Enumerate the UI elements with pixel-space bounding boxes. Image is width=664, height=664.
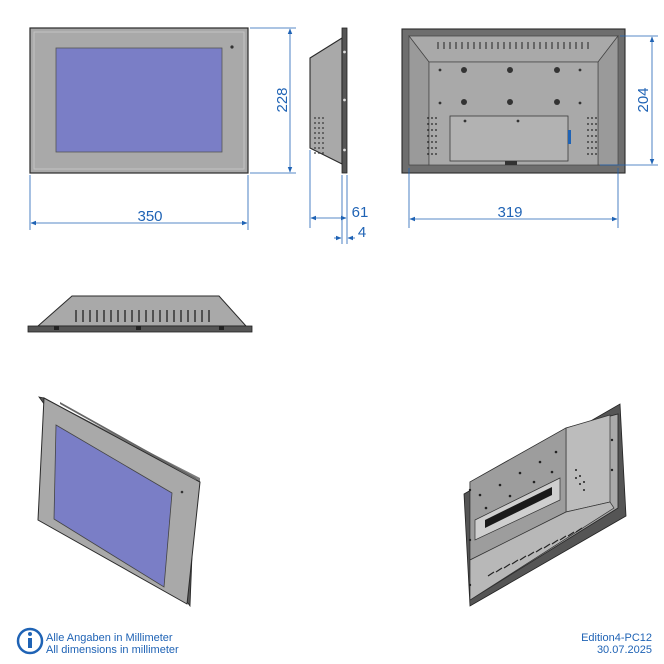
rear-view bbox=[401, 28, 626, 174]
iso-rear-view bbox=[463, 403, 627, 607]
front-view bbox=[29, 27, 249, 174]
edition-block: Edition4-PC12 30.07.2025 bbox=[581, 632, 652, 656]
width-label: 350 bbox=[137, 208, 162, 225]
info-icon bbox=[16, 627, 44, 655]
iso-front-view bbox=[37, 396, 201, 608]
height-label: 228 bbox=[274, 87, 291, 112]
edition-code: Edition4-PC12 bbox=[581, 632, 652, 644]
front-height-dimension bbox=[250, 27, 296, 174]
units-note: Alle Angaben in Millimeter All dimension… bbox=[46, 632, 179, 656]
cutout-width-label: 319 bbox=[497, 204, 522, 221]
top-view bbox=[27, 295, 253, 333]
units-note-de: Alle Angaben in Millimeter bbox=[46, 632, 173, 644]
edition-date: 30.07.2025 bbox=[596, 644, 652, 656]
front-screen bbox=[55, 47, 223, 153]
rear-height-dimension bbox=[600, 35, 658, 166]
side-depth-dimension bbox=[309, 150, 355, 244]
depth-label: 61 bbox=[352, 204, 369, 221]
front-width-dimension bbox=[29, 175, 249, 230]
front-led bbox=[230, 45, 234, 49]
side-view bbox=[309, 27, 348, 174]
flange-label: 4 bbox=[358, 224, 366, 241]
units-note-en: All dimensions in millimeter bbox=[46, 644, 179, 656]
cutout-height-label: 204 bbox=[635, 87, 652, 112]
rear-width-dimension bbox=[408, 168, 619, 228]
